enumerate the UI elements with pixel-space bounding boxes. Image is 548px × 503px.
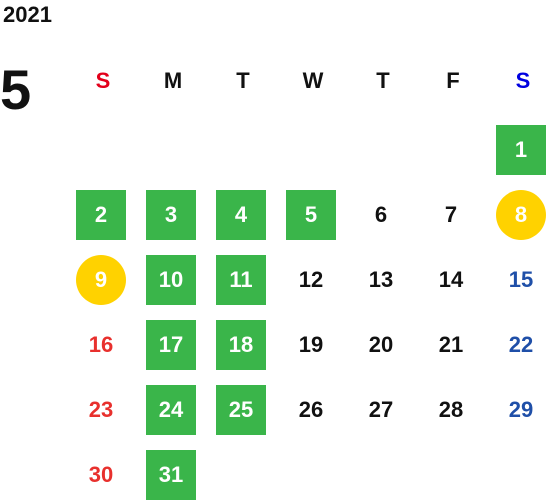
- day-cell-23[interactable]: 23: [88, 397, 114, 422]
- day-cell-18[interactable]: 18: [216, 320, 266, 370]
- weekday-header-sun: S: [95, 68, 111, 93]
- day-cell-17[interactable]: 17: [146, 320, 196, 370]
- day-cell-24[interactable]: 24: [146, 385, 196, 435]
- day-cell-16[interactable]: 16: [88, 332, 114, 357]
- day-cell-25[interactable]: 25: [216, 385, 266, 435]
- day-cell-27[interactable]: 27: [368, 397, 394, 422]
- day-cell-7[interactable]: 7: [444, 202, 458, 227]
- day-cell-1[interactable]: 1: [496, 125, 546, 175]
- day-cell-9[interactable]: 9: [76, 255, 126, 305]
- day-cell-15[interactable]: 15: [508, 267, 534, 292]
- day-cell-2[interactable]: 2: [76, 190, 126, 240]
- day-cell-8[interactable]: 8: [496, 190, 546, 240]
- day-cell-29[interactable]: 29: [508, 397, 534, 422]
- calendar-month: 5: [0, 58, 32, 121]
- day-cell-19[interactable]: 19: [298, 332, 324, 357]
- day-cell-12[interactable]: 12: [298, 267, 324, 292]
- calendar-year: 2021: [3, 2, 52, 27]
- day-cell-28[interactable]: 28: [438, 397, 464, 422]
- weekday-header-sat: S: [515, 68, 531, 93]
- weekday-header-wed: W: [302, 68, 324, 93]
- day-cell-11[interactable]: 11: [216, 255, 266, 305]
- day-cell-14[interactable]: 14: [438, 267, 464, 292]
- day-cell-21[interactable]: 21: [438, 332, 464, 357]
- weekday-header-tue: T: [236, 68, 250, 93]
- day-cell-4[interactable]: 4: [216, 190, 266, 240]
- day-cell-30[interactable]: 30: [88, 462, 114, 487]
- day-cell-3[interactable]: 3: [146, 190, 196, 240]
- day-cell-10[interactable]: 10: [146, 255, 196, 305]
- day-cell-6[interactable]: 6: [374, 202, 388, 227]
- weekday-header-thu: T: [376, 68, 390, 93]
- weekday-header-fri: F: [446, 68, 460, 93]
- day-cell-31[interactable]: 31: [146, 450, 196, 500]
- day-cell-22[interactable]: 22: [508, 332, 534, 357]
- day-cell-26[interactable]: 26: [298, 397, 324, 422]
- day-cell-13[interactable]: 13: [368, 267, 394, 292]
- day-cell-5[interactable]: 5: [286, 190, 336, 240]
- day-cell-20[interactable]: 20: [368, 332, 394, 357]
- weekday-header-mon: M: [163, 68, 183, 93]
